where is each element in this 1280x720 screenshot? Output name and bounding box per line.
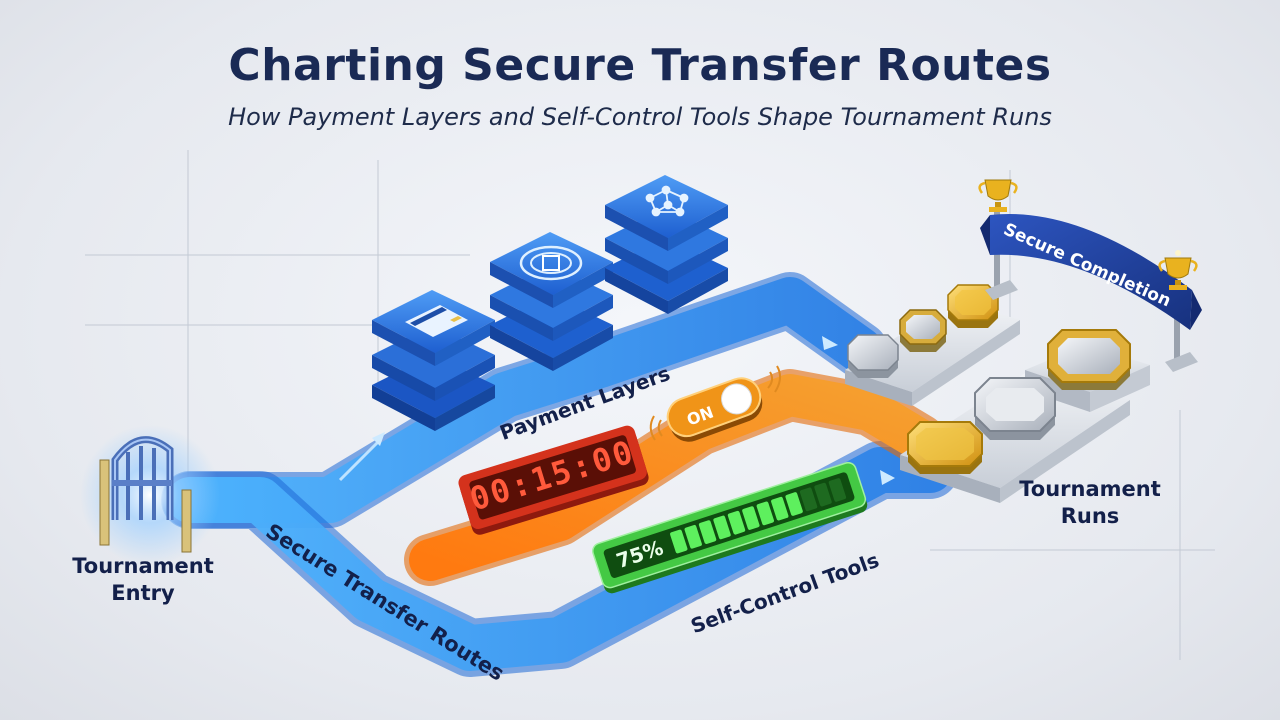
tournament-runs-label: Tournament Runs (1005, 476, 1175, 530)
runs-label-line2: Runs (1060, 504, 1120, 528)
page-subtitle: How Payment Layers and Self-Control Tool… (228, 103, 1052, 131)
progress-indicator: 75% (592, 461, 868, 594)
entry-label-line2: Entry (111, 581, 175, 605)
progress-segment-filled (756, 501, 774, 526)
encryption-chip-icon[interactable] (519, 245, 583, 281)
progress-segment-filled (713, 515, 731, 540)
gold-silver-coin (1047, 329, 1131, 390)
gate-icon[interactable] (99, 436, 192, 553)
trophy-icon (978, 179, 1018, 212)
progress-segment-filled (771, 496, 789, 521)
background-grid (85, 150, 1215, 660)
page-title: Charting Secure Transfer Routes (228, 40, 1052, 91)
network-nodes-icon[interactable] (645, 185, 689, 217)
progress-segment-empty (799, 487, 818, 512)
silver-coin (974, 377, 1056, 440)
progress-segment-filled (727, 510, 746, 535)
progress-segment-empty (828, 478, 847, 502)
progress-segment-filled (785, 492, 803, 516)
progress-segment-empty (814, 482, 832, 507)
gold-coin (947, 284, 999, 328)
secure-transfer-route (161, 272, 959, 677)
gold-coin (907, 421, 983, 474)
progress-segment-filled (698, 520, 717, 544)
credit-card-icon[interactable] (405, 305, 468, 337)
tournament-entry-label: Tournament Entry (58, 553, 228, 607)
entry-label-line1: Tournament (72, 554, 214, 578)
progress-segment-filled (742, 506, 760, 530)
runs-label-line1: Tournament (1019, 477, 1161, 501)
silver-coin (847, 334, 899, 378)
progress-segment-filled (670, 529, 688, 554)
trophy-icon (1158, 250, 1198, 290)
progress-segment-filled (684, 524, 702, 549)
payment-layer-stack-2 (490, 232, 613, 371)
gold-silver-coin (899, 309, 947, 352)
progress-fill (670, 478, 847, 554)
signal-waves-icon (649, 365, 781, 441)
self-control-toggle[interactable]: ON (662, 373, 767, 447)
